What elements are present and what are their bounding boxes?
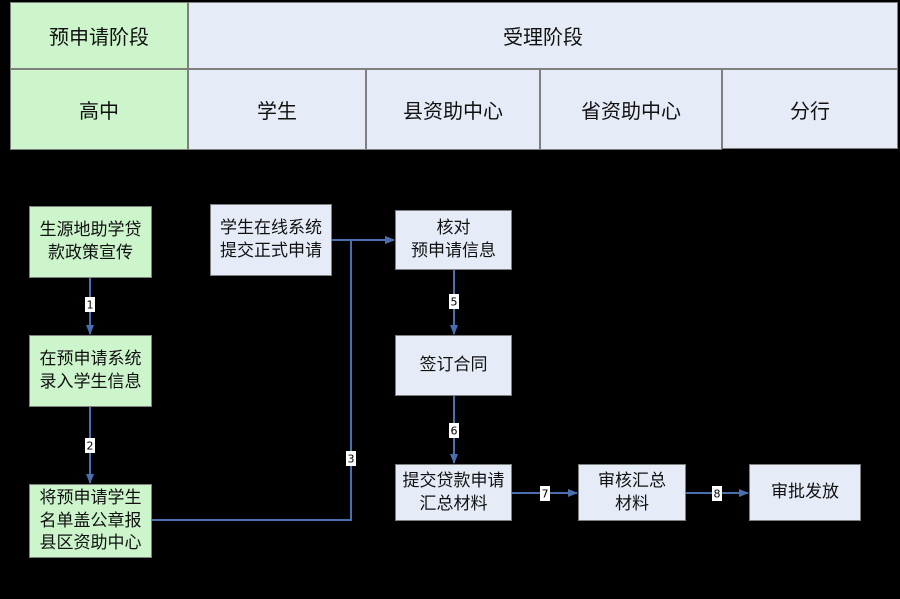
svg-text:2: 2 [87,440,94,453]
column-branch: 分行 [722,69,898,149]
step-label-5: 5 [449,294,459,309]
step-label-1: 1 [85,297,95,312]
step-label-2: 2 [85,438,95,453]
node-approve-release: 审批发放 [749,464,861,521]
node-verify-info: 核对 预申请信息 [395,210,512,270]
node-sign-contract: 签订合同 [395,335,512,396]
svg-text:3: 3 [348,453,355,466]
svg-text:8: 8 [714,488,721,501]
step-label-7: 7 [540,486,550,501]
step-label-3: 3 [346,451,356,466]
svg-text:5: 5 [451,296,458,309]
step-label-6: 6 [449,423,459,438]
svg-text:6: 6 [451,425,458,438]
edge-3 [152,236,395,521]
header-accept-stage: 受理阶段 [188,2,898,69]
node-promote-policy: 生源地助学贷 款政策宣传 [29,206,152,278]
node-online-apply: 学生在线系统 提交正式申请 [210,204,332,276]
node-review-materials: 审核汇总 材料 [578,464,686,521]
step-label-8: 8 [712,486,722,501]
column-student: 学生 [188,69,366,150]
svg-text:1: 1 [87,299,94,312]
node-report-list: 将预申请学生 名单盖公章报 县区资助中心 [29,484,152,558]
column-county-center: 县资助中心 [366,69,540,150]
svg-text:7: 7 [542,488,549,501]
node-submit-materials: 提交贷款申请 汇总材料 [395,464,512,521]
node-enter-student-info: 在预申请系统 录入学生信息 [29,335,152,407]
column-province-center: 省资助中心 [540,69,722,150]
header-pre-stage: 预申请阶段 [10,2,188,69]
column-high-school: 高中 [10,69,188,150]
